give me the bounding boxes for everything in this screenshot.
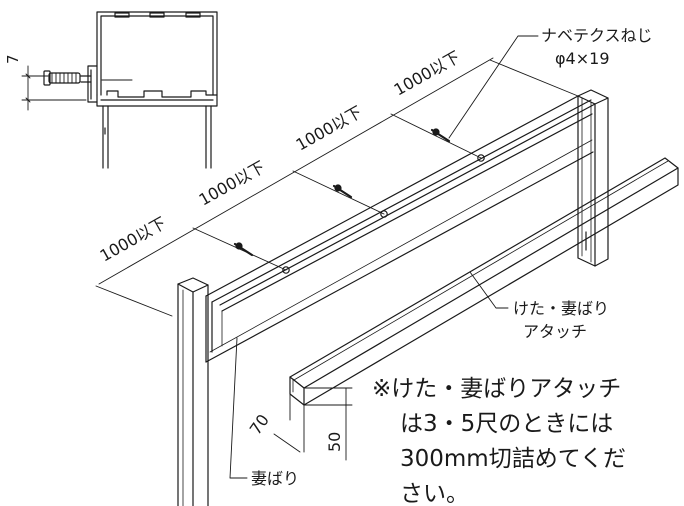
side-beam — [273, 157, 679, 461]
tsumabari-label: 妻ばり — [251, 469, 299, 488]
note-line-3: 300mm切詰めてくだ — [400, 446, 627, 472]
note-line-2: は3・5尺のときには — [400, 411, 614, 437]
spacing-dimension — [95, 57, 579, 317]
spacing-label-1: 1000以下 — [97, 213, 170, 265]
leader-lines — [229, 35, 539, 479]
left-post — [177, 277, 209, 506]
dim-width-label: 70 — [246, 411, 273, 439]
dim-detail-label: 7 — [4, 54, 22, 64]
attachment-label-line1: けた・妻ばり — [513, 299, 609, 318]
note-line-1: ※けた・妻ばりアタッチ — [372, 376, 622, 402]
screw-icon — [430, 128, 451, 143]
right-post — [577, 89, 609, 267]
rear-beam — [205, 95, 596, 363]
attachment-label-line2: アタッチ — [523, 322, 587, 341]
spacing-label-4: 1000以下 — [391, 47, 464, 99]
screw-name-label: ナベテクスねじ — [541, 26, 653, 45]
cutting-note: ※けた・妻ばりアタッチ は3・5尺のときには 300mm切詰めてくだ さい。 — [372, 372, 672, 506]
note-line-4: さい。 — [400, 481, 469, 506]
screw-icon — [332, 184, 353, 199]
dim-height-label: 50 — [325, 432, 344, 452]
screw-icons — [233, 128, 451, 257]
screw-size-label: φ4×19 — [555, 49, 610, 68]
detail-cross-section — [21, 11, 218, 169]
spacing-label-3: 1000以下 — [293, 102, 366, 154]
